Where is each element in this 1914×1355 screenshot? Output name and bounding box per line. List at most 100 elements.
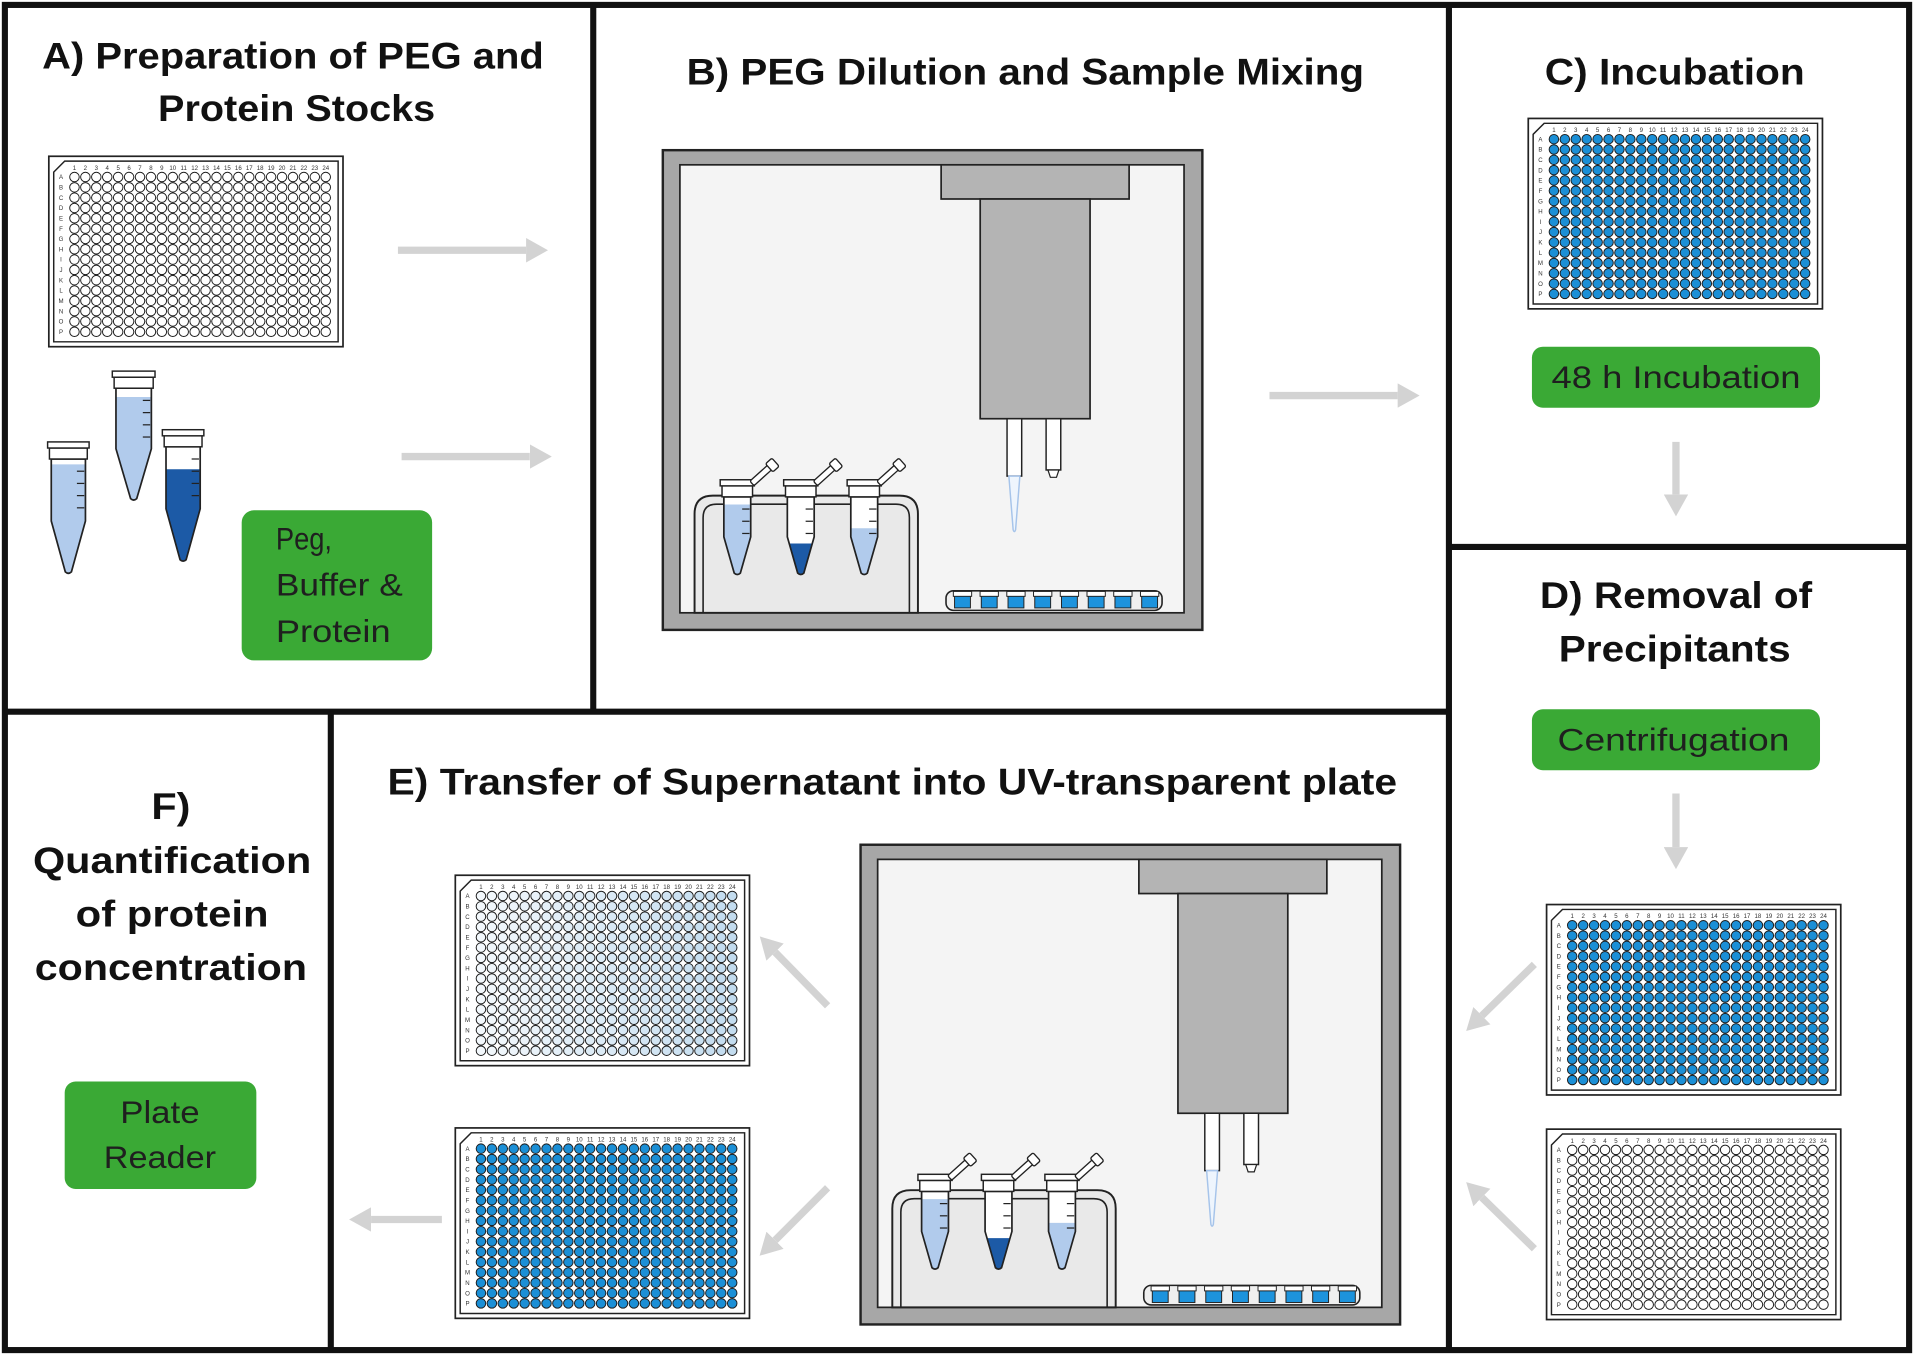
well xyxy=(1599,1237,1611,1248)
well xyxy=(584,993,596,1005)
well xyxy=(595,1153,607,1165)
well xyxy=(519,1035,530,1046)
well xyxy=(1668,247,1680,258)
well xyxy=(1676,1064,1687,1075)
centrifugation-badge xyxy=(1531,709,1821,771)
well xyxy=(1625,216,1636,227)
well xyxy=(1752,1247,1764,1259)
plate-column-label: 6 xyxy=(1625,913,1629,920)
well xyxy=(1625,237,1636,248)
incubation-label: 48 h Incubation xyxy=(1551,359,1800,395)
well xyxy=(726,1246,738,1258)
well xyxy=(1599,1185,1611,1197)
well xyxy=(541,1143,552,1154)
well xyxy=(1676,1002,1687,1014)
well xyxy=(320,316,331,327)
well xyxy=(672,1035,683,1046)
well xyxy=(1599,1064,1611,1075)
well xyxy=(1676,920,1687,931)
tube-outline xyxy=(920,1190,950,1270)
well xyxy=(1643,1064,1654,1075)
well xyxy=(726,911,738,922)
well xyxy=(200,182,211,193)
well xyxy=(1719,1064,1731,1075)
well xyxy=(1690,237,1702,248)
well xyxy=(189,233,200,245)
well xyxy=(628,1143,640,1154)
well xyxy=(1698,1023,1709,1034)
well xyxy=(606,942,618,953)
well xyxy=(1734,216,1745,227)
well xyxy=(1676,1247,1687,1259)
well xyxy=(595,911,607,922)
well xyxy=(595,962,607,974)
well xyxy=(211,254,222,265)
well xyxy=(595,983,607,995)
well xyxy=(1698,1216,1709,1228)
well xyxy=(519,1256,530,1268)
well xyxy=(672,1256,683,1268)
well xyxy=(519,1236,530,1247)
plate-column-label: 13 xyxy=(1682,127,1689,134)
well xyxy=(705,1143,716,1154)
well xyxy=(309,223,321,234)
well xyxy=(1646,154,1658,166)
well xyxy=(1774,1175,1786,1187)
well xyxy=(683,983,694,995)
well xyxy=(1698,981,1709,993)
well xyxy=(287,192,299,203)
well xyxy=(530,1215,541,1227)
well xyxy=(1730,1033,1742,1045)
well xyxy=(1654,940,1665,952)
well xyxy=(1756,247,1767,258)
well xyxy=(694,890,705,902)
well xyxy=(1588,1289,1600,1300)
well xyxy=(1708,1258,1720,1269)
well xyxy=(1570,175,1582,186)
well xyxy=(530,942,541,953)
well xyxy=(112,274,124,286)
well xyxy=(1636,185,1647,197)
well xyxy=(1752,981,1764,993)
plate-row-label: O xyxy=(1556,1291,1561,1298)
well xyxy=(1719,1175,1731,1187)
well xyxy=(541,983,552,995)
well xyxy=(694,1143,705,1154)
well xyxy=(475,983,487,995)
well xyxy=(1654,1206,1665,1218)
well xyxy=(1665,1185,1676,1197)
well xyxy=(1687,1074,1698,1086)
well xyxy=(244,316,255,327)
well xyxy=(1719,1012,1731,1024)
well xyxy=(541,1035,552,1046)
panel-d-title-line-1: D) Removal of xyxy=(1540,575,1813,616)
well xyxy=(1665,1023,1676,1034)
well xyxy=(726,952,738,964)
well xyxy=(1774,950,1786,962)
tube-lid-plug xyxy=(963,1152,977,1167)
well xyxy=(1730,920,1742,931)
well xyxy=(69,233,80,245)
plate-row-label: L xyxy=(1539,250,1543,257)
well xyxy=(716,1277,727,1289)
well xyxy=(1621,1012,1633,1024)
well xyxy=(486,1174,498,1185)
well xyxy=(1818,1227,1829,1238)
well xyxy=(1559,164,1571,176)
well xyxy=(1818,1206,1829,1218)
well xyxy=(211,326,222,337)
well xyxy=(1756,195,1767,207)
well xyxy=(80,192,91,203)
well xyxy=(563,1256,574,1268)
well xyxy=(683,901,694,912)
well xyxy=(1807,1043,1818,1055)
well xyxy=(475,1277,487,1289)
plate-row-label: N xyxy=(465,1027,469,1034)
well xyxy=(233,223,244,234)
well xyxy=(1592,164,1603,176)
well xyxy=(1592,247,1603,258)
well xyxy=(156,171,168,183)
well xyxy=(628,973,640,984)
tube-cap xyxy=(917,1173,953,1182)
well xyxy=(1789,216,1800,227)
